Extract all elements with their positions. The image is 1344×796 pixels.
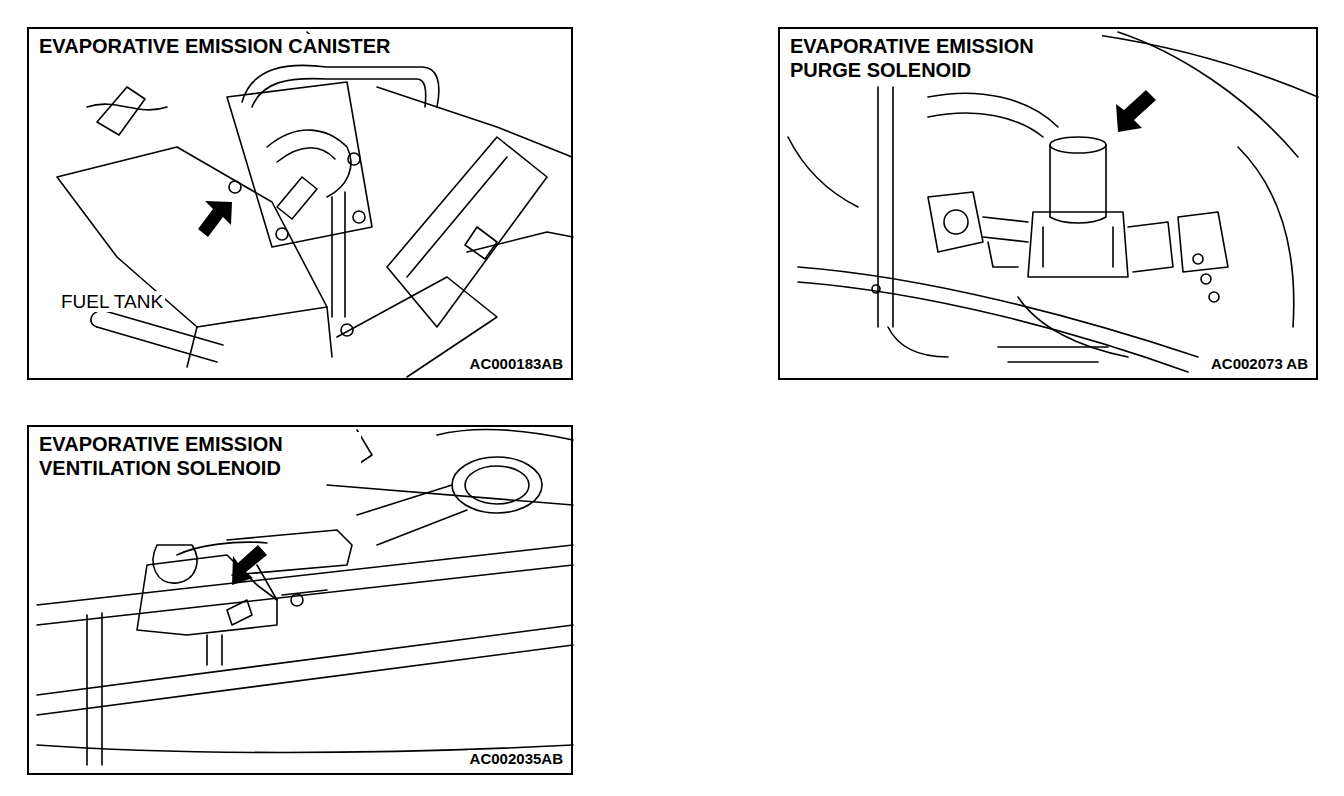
line-art-stroke — [37, 625, 573, 715]
line-art-stroke — [97, 87, 145, 135]
part-label: FUEL TANK — [59, 291, 165, 312]
line-art-stroke — [252, 79, 426, 107]
art-group — [57, 32, 573, 377]
line-art-stroke — [341, 324, 353, 336]
line-art-stroke — [1050, 137, 1106, 153]
line-art-stroke — [91, 311, 105, 327]
line-art-stroke — [872, 285, 880, 293]
line-art-stroke — [1116, 90, 1156, 132]
line-art-stroke — [232, 545, 267, 585]
line-art-stroke — [137, 555, 277, 635]
line-art-stroke — [1028, 212, 1128, 277]
line-art-stroke — [97, 311, 223, 362]
line-art-stroke — [87, 104, 167, 110]
line-art-stroke — [983, 217, 1028, 242]
art-group — [37, 430, 573, 765]
panel-title: EVAPORATIVE EMISSION PURGE SOLENOID — [788, 34, 1102, 82]
line-art-stroke — [788, 137, 858, 207]
line-art-stroke — [1098, 35, 1318, 97]
art-group — [198, 90, 1156, 585]
art-group — [37, 32, 1318, 765]
figure-panel: EVAPORATIVE EMISSION PURGE SOLENOID AC002… — [778, 27, 1318, 380]
line-art-stroke — [1043, 227, 1113, 267]
line-art-stroke — [353, 211, 365, 223]
line-art-stroke — [1238, 147, 1294, 327]
line-art-stroke — [452, 457, 542, 513]
figure-code: AC002035AB — [468, 750, 565, 768]
panel-title: EVAPORATIVE EMISSION VENTILATION SOLENOI… — [37, 432, 361, 480]
figure-code: AC000183AB — [468, 355, 565, 373]
line-art-stroke — [277, 177, 317, 219]
line-art-stroke — [1178, 212, 1228, 272]
line-art-stroke — [798, 267, 1198, 357]
line-art-stroke — [1018, 297, 1128, 357]
panel-title: EVAPORATIVE EMISSION CANISTER — [37, 34, 393, 58]
line-art-stroke — [1209, 292, 1219, 302]
line-art-stroke — [257, 565, 277, 600]
line-art-stroke — [928, 192, 983, 252]
line-art-stroke — [282, 590, 327, 595]
line-art-stroke — [291, 594, 303, 606]
line-art-stroke — [467, 232, 573, 252]
line-art-stroke — [267, 130, 351, 197]
line-art-stroke — [187, 327, 197, 367]
line-art-stroke — [227, 82, 372, 247]
line-art-stroke — [277, 148, 335, 162]
line-art-stroke — [377, 87, 572, 157]
line-art-stroke — [1201, 274, 1211, 284]
figure-panel: EVAPORATIVE EMISSION CANISTER AC000183AB F… — [27, 27, 573, 380]
line-art-stroke — [87, 613, 102, 765]
line-art-stroke — [207, 635, 222, 665]
line-art-stroke — [888, 327, 1108, 362]
line-art-stroke — [437, 430, 573, 440]
line-art-stroke — [57, 147, 327, 327]
line-art-stroke — [1193, 254, 1203, 264]
line-art-stroke — [198, 201, 232, 237]
line-art-stroke — [798, 282, 1188, 372]
line-art-stroke — [227, 600, 252, 625]
line-art-stroke — [327, 485, 573, 505]
figure-code: AC002073 AB — [1209, 355, 1310, 373]
line-art-stroke — [37, 545, 573, 625]
line-art-stroke — [944, 210, 968, 234]
line-art-stroke — [276, 228, 288, 240]
line-art-stroke — [229, 181, 241, 193]
line-art-stroke — [242, 65, 439, 107]
line-art-stroke — [357, 485, 467, 545]
line-art-stroke — [465, 227, 497, 259]
figure-panel: EVAPORATIVE EMISSION VENTILATION SOLENOI… — [27, 425, 573, 775]
art-group — [788, 32, 1318, 372]
line-art-stroke — [387, 137, 547, 327]
line-art-stroke — [928, 93, 1058, 137]
line-art-stroke — [988, 242, 1018, 267]
line-art-stroke — [1128, 222, 1173, 272]
line-art-stroke — [332, 192, 345, 317]
line-art-stroke — [153, 545, 197, 583]
line-art-stroke — [407, 157, 507, 277]
